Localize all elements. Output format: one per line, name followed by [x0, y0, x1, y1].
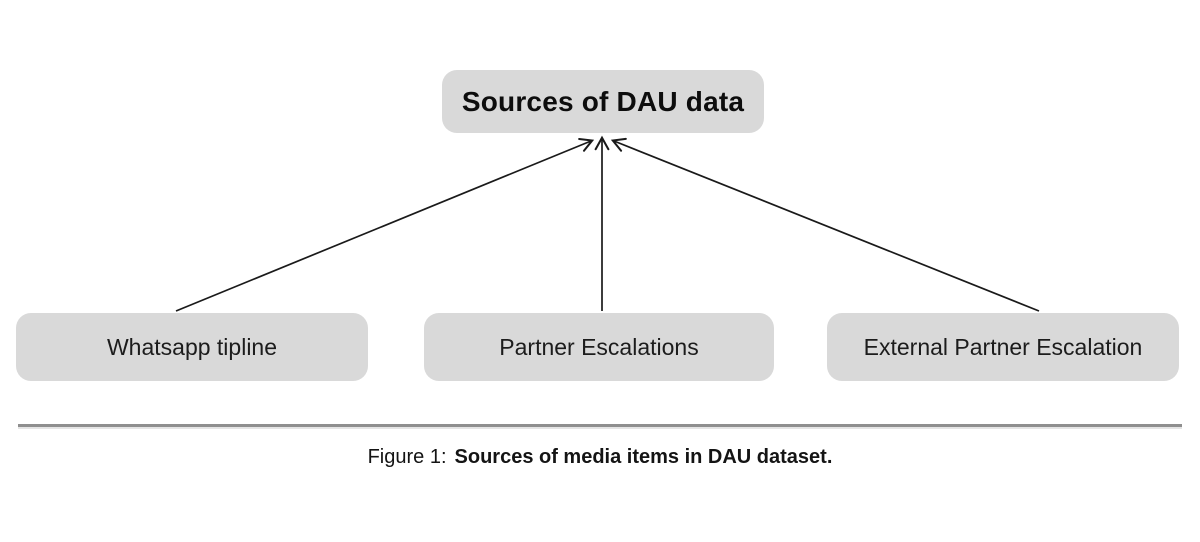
- node-whatsapp-tipline: Whatsapp tipline: [16, 313, 368, 381]
- node-sources-of-dau-data: Sources of DAU data: [442, 70, 764, 133]
- figure-caption-label: Figure 1:: [367, 446, 447, 468]
- figure-caption: Figure 1: Sources of media items in DAU d…: [0, 446, 1200, 469]
- arrow-whatsapp-to-root: [175, 137, 595, 312]
- node-external-partner-escalation: External Partner Escalation: [827, 313, 1179, 381]
- figure-caption-title: Sources of media items in DAU dataset.: [454, 446, 833, 468]
- arrow-external-to-root: [610, 137, 1040, 312]
- horizontal-rule: [18, 424, 1182, 427]
- node-partner-escalations: Partner Escalations: [424, 313, 774, 381]
